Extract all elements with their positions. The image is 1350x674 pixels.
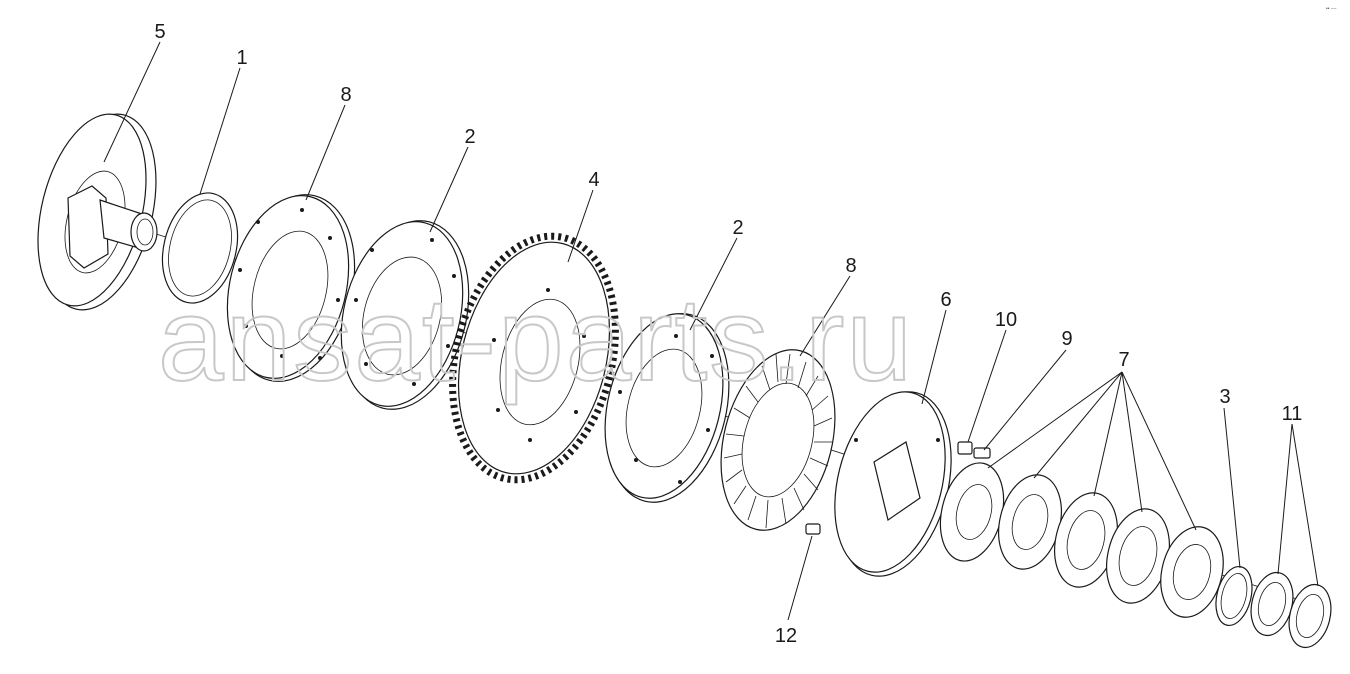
part-12-pin	[805, 523, 821, 535]
part-7-washers	[939, 462, 1224, 618]
callout-2-second: 2	[732, 217, 743, 239]
callout-6: 6	[940, 289, 951, 311]
part-3-ring	[1215, 566, 1253, 626]
part-5-hub	[37, 113, 158, 311]
callout-11: 11	[1282, 403, 1303, 425]
callout-10: 10	[995, 309, 1017, 331]
part-9-bolt	[973, 447, 991, 459]
callout-8-second: 8	[845, 255, 856, 277]
part-10-bolt	[957, 441, 973, 455]
leader-lines	[103, 41, 1319, 621]
watermark: ansat-parts.ru	[158, 274, 914, 406]
callout-7: 7	[1118, 349, 1129, 371]
callout-12: 12	[775, 625, 797, 647]
callout-4: 4	[588, 169, 599, 191]
part-6-disc	[834, 391, 952, 577]
callout-3: 3	[1219, 386, 1230, 408]
callout-9: 9	[1061, 328, 1072, 350]
part-8-plate-a	[226, 194, 356, 382]
callout-5: 5	[154, 21, 165, 43]
part-4-sprocket	[449, 232, 619, 484]
callout-2-first: 2	[464, 126, 475, 148]
part-2-disc-b	[604, 313, 730, 503]
part-2-disc-a	[340, 220, 470, 410]
part-8-friction-disc	[720, 349, 836, 531]
part-1-ring	[161, 192, 239, 304]
callout-1: 1	[236, 47, 247, 69]
part-11-nuts	[1250, 571, 1332, 649]
corner-mark: •• −−	[1326, 6, 1337, 12]
callout-8-first: 8	[340, 84, 351, 106]
